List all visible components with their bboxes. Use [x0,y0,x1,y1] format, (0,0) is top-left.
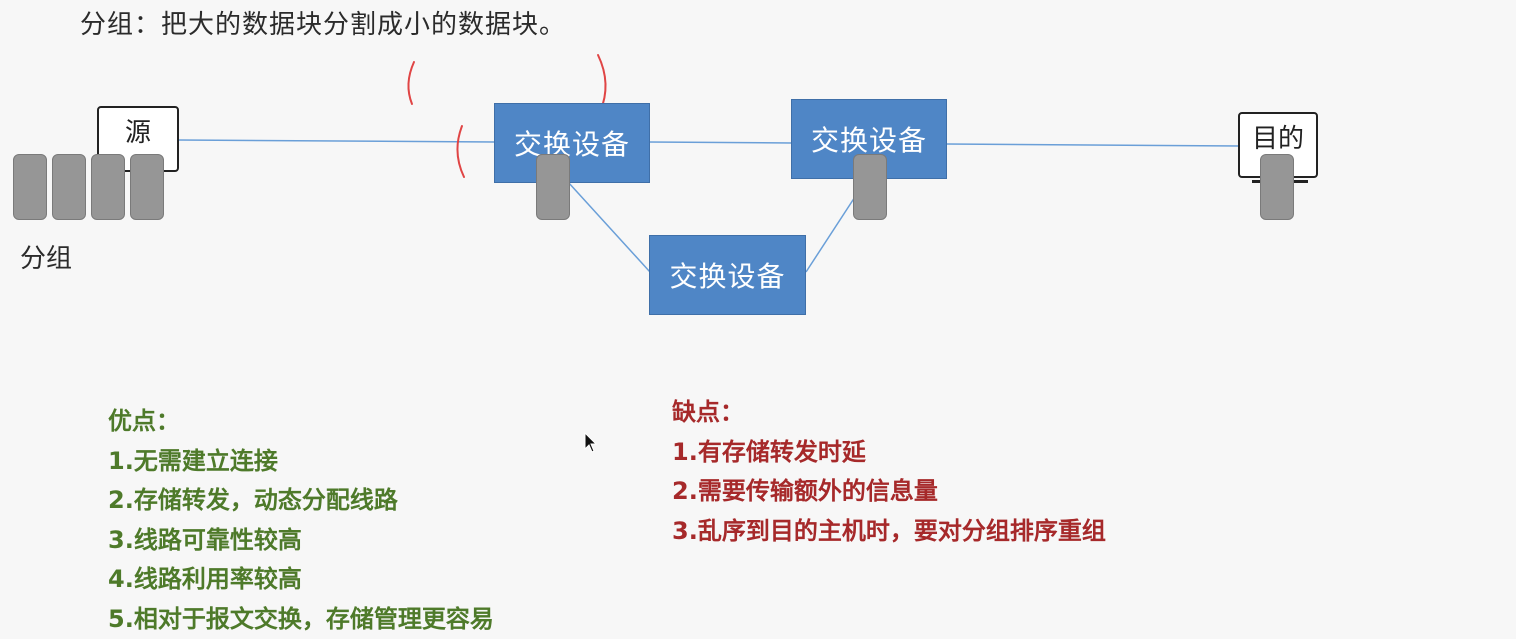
switch-box-1: 交换设备 [494,103,650,183]
packet [52,154,86,220]
advantages-heading: 优点： [108,402,494,442]
switch-label: 交换设备 [669,255,785,295]
packet [130,154,164,220]
link-switch1-switch3 [568,182,650,272]
switch-label: 交换设备 [811,119,927,159]
packet [13,154,47,220]
packets-label: 分组 [20,238,72,275]
disadvantage-item: 3.乱序到目的主机时，要对分组排序重组 [672,512,1106,552]
disadvantages-list: 缺点： 1.有存储转发时延 2.需要传输额外的信息量 3.乱序到目的主机时，要对… [672,393,1106,551]
annotation-bracket-3 [457,126,464,177]
switch-box-3: 交换设备 [649,235,806,315]
advantage-item: 3.线路可靠性较高 [108,521,494,561]
disadvantage-item: 2.需要传输额外的信息量 [672,472,1106,512]
advantages-list: 优点： 1.无需建立连接 2.存储转发，动态分配线路 3.线路可靠性较高 4.线… [108,402,494,639]
switch-label: 交换设备 [514,123,630,163]
advantage-item: 2.存储转发，动态分配线路 [108,481,494,521]
packet-in-transit [853,154,887,220]
mouse-cursor-icon [584,432,598,454]
disadvantages-heading: 缺点： [672,393,1106,433]
packet-at-destination [1260,154,1294,220]
link-switch1-switch2 [648,142,792,143]
link-switch2-destination [946,144,1240,146]
advantage-item: 1.无需建立连接 [108,442,494,482]
packet [91,154,125,220]
advantage-item: 5.相对于报文交换，存储管理更容易 [108,600,494,639]
advantage-item: 4.线路利用率较高 [108,560,494,600]
packet-in-transit [536,154,570,220]
link-source-switch1 [178,140,495,142]
annotation-bracket-1 [408,62,414,104]
disadvantage-item: 1.有存储转发时延 [672,433,1106,473]
